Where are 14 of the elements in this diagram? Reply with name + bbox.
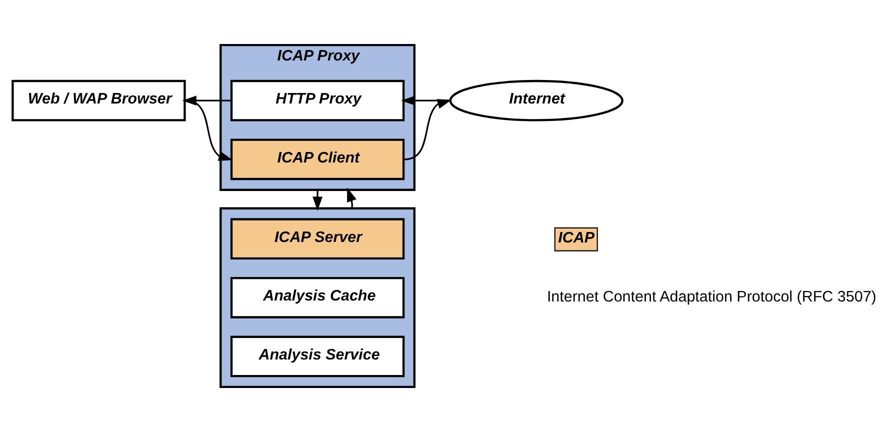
node-box: Web / WAP Browser (12, 79, 186, 121)
cluster (220, 206, 416, 388)
arrow (347, 187, 356, 208)
node-ellipse: Internet (449, 79, 624, 121)
node-box: ICAP Server (230, 218, 405, 260)
arrow (312, 189, 322, 210)
label: Internet Content Adaptation Protocol (RFC 3507) (546, 288, 876, 306)
legend-label: ICAP (558, 228, 595, 246)
node-box: ICAP Client (230, 138, 405, 180)
node-box: HTTP Proxy (230, 79, 405, 121)
arrow (182, 95, 232, 106)
node-box: Analysis Service (230, 335, 405, 377)
node-box: Analysis Cache (230, 276, 405, 318)
arrow (401, 95, 450, 106)
